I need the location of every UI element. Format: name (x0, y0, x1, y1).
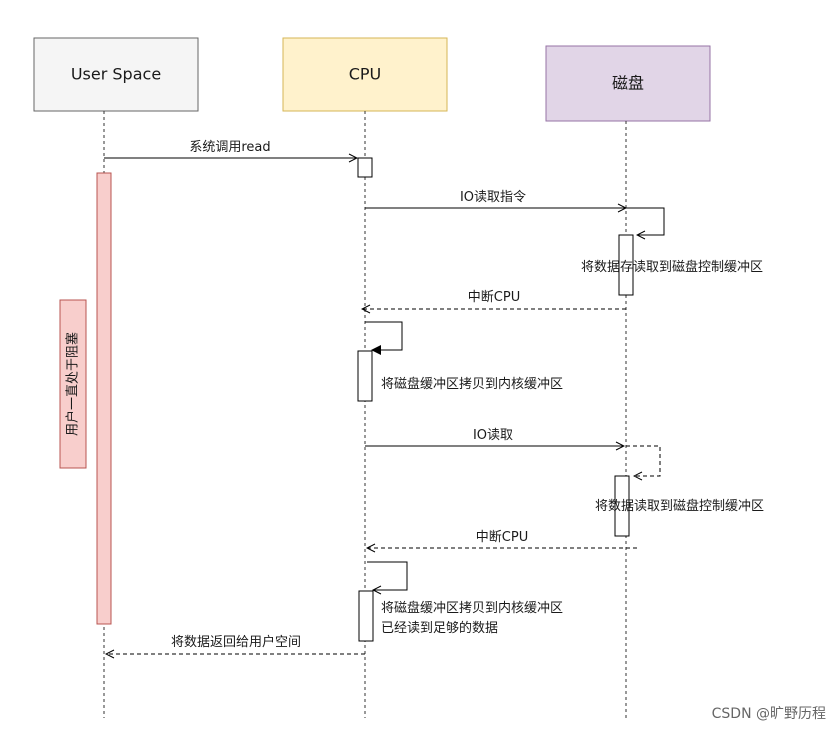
disk-label: 磁盘 (612, 74, 644, 93)
disk-note-1: 将数据存读取到磁盘控制缓冲区 (581, 259, 763, 275)
cpu-box (282, 37, 448, 112)
cpu-note-2a: 将磁盘缓冲区拷贝到内核缓冲区 (381, 600, 563, 616)
disk-note-2: 将数据读取到磁盘控制缓冲区 (595, 498, 764, 514)
cpu-self-call-1 (365, 321, 403, 355)
watermark: CSDN @旷野历程 (712, 706, 826, 722)
msg-io-command-label: IO读取指令 (460, 190, 526, 205)
msg-interrupt-1-label: 中断CPU (468, 290, 520, 305)
msg-interrupt-2-label: 中断CPU (476, 530, 528, 545)
cpu-activation-2 (357, 350, 373, 402)
disk-self-call-2 (626, 445, 661, 476)
cpu-activation-1 (357, 157, 373, 178)
user-space-label: User Space (71, 65, 161, 84)
blocked-label-box (59, 299, 87, 469)
disk-self-call-1 (626, 207, 665, 235)
msg-return-user-label: 将数据返回给用户空间 (171, 634, 301, 650)
cpu-note-1: 将磁盘缓冲区拷贝到内核缓冲区 (381, 376, 563, 392)
disk-box (545, 45, 711, 122)
disk-activation-2 (614, 475, 630, 537)
cpu-activation-3 (358, 590, 374, 642)
cpu-note-2b: 已经读到足够的数据 (381, 620, 498, 636)
user-blocked-bar (96, 172, 112, 625)
disk-activation-1 (618, 234, 634, 296)
msg-io-read-label: IO读取 (473, 428, 513, 443)
msg-syscall-read-label: 系统调用read (189, 140, 270, 155)
user-space-box (33, 37, 199, 112)
cpu-label: CPU (349, 65, 382, 84)
cpu-self-call-2 (367, 561, 408, 590)
blocked-label: 用户一直处于阻塞 (65, 332, 81, 436)
